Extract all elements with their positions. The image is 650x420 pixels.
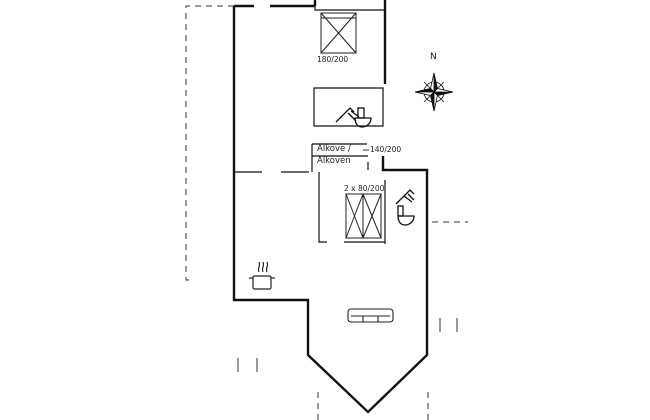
compass-rose-icon — [414, 72, 454, 112]
sofa-icon — [347, 308, 394, 323]
dashed-outline — [185, 5, 468, 420]
bed-icon — [320, 12, 357, 54]
bed-icon — [345, 193, 382, 239]
alcove-size-label: 140/200 — [370, 145, 402, 154]
bed-size-label-top: 180/200 — [317, 55, 349, 64]
bed-size-label-twin: 2 x 80/200 — [344, 184, 385, 193]
shower-icon — [395, 189, 415, 205]
stove-icon — [249, 261, 275, 290]
alcove-label-line1: Alkove / — [317, 144, 351, 154]
toilet-icon — [354, 107, 372, 128]
north-label: N — [430, 52, 437, 62]
toilet-icon — [397, 205, 415, 226]
inner-walls — [234, 6, 386, 244]
tick-marks — [237, 318, 458, 372]
outer-walls — [232, 0, 429, 414]
alcove-label-line2: Alkoven — [317, 156, 351, 166]
